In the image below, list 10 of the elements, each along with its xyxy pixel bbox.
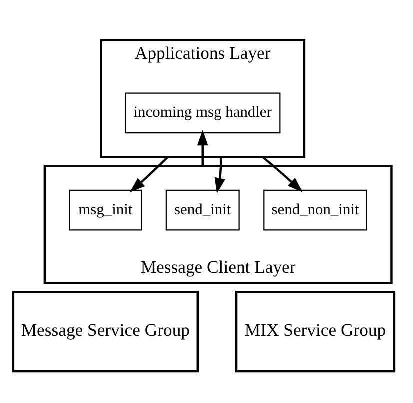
arrow (262, 156, 302, 193)
node-box: send_init (165, 190, 240, 231)
node-box: Message Service Group (12, 290, 198, 373)
node-box: incoming msg handler (124, 92, 280, 134)
node-box: MIX Service Group (234, 290, 396, 373)
arrow (129, 156, 168, 193)
arrow (196, 130, 208, 166)
node-box: msg_init (68, 190, 142, 231)
node-box: send_non_init (263, 190, 367, 231)
arrow (214, 157, 225, 194)
